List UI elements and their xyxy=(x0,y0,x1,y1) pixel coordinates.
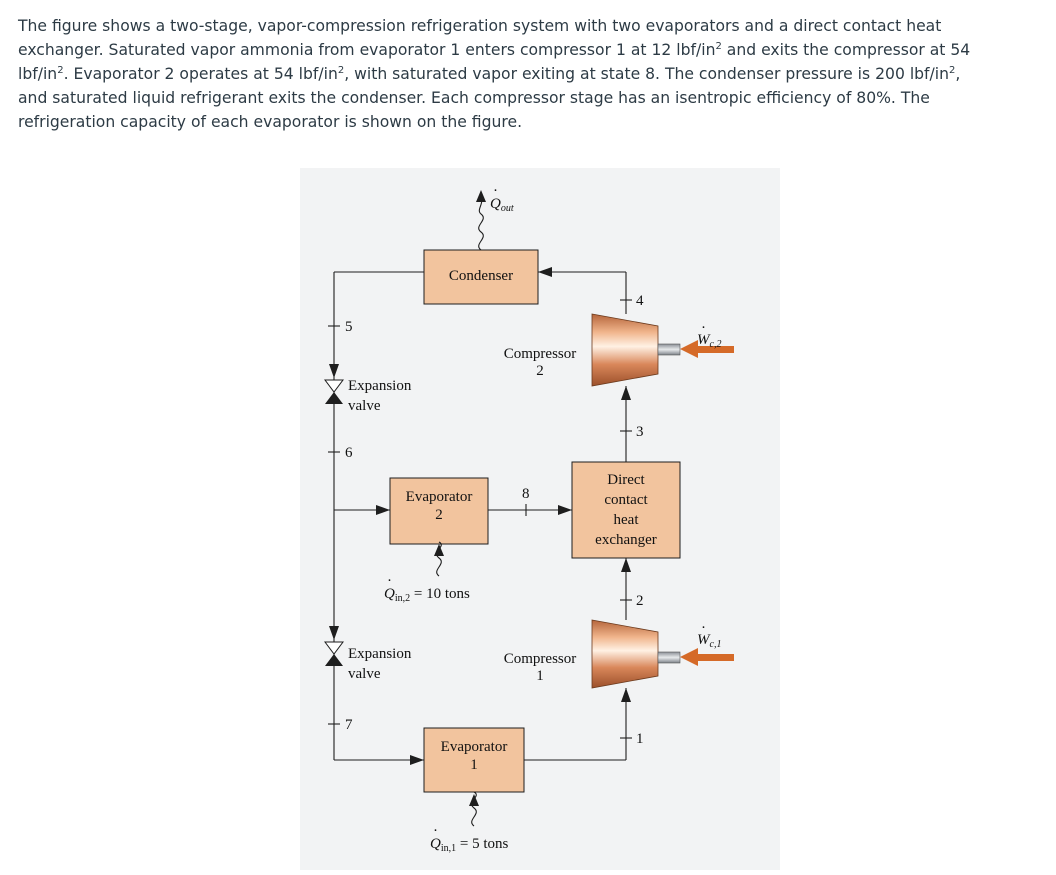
svg-text:1: 1 xyxy=(636,731,644,747)
q-in2-dot: · xyxy=(387,573,392,589)
svg-text:6: 6 xyxy=(345,445,353,461)
svg-text:7: 7 xyxy=(345,717,353,733)
q-in1-dot: · xyxy=(433,823,438,839)
evaporator-1-label-2: 1 xyxy=(470,757,478,773)
svg-text:4: 4 xyxy=(636,293,644,309)
q-in1-arrow xyxy=(469,794,479,806)
problem-line-3: lbf/in2. Evaporator 2 operates at 54 lbf… xyxy=(18,65,961,83)
q-out-dot: · xyxy=(493,183,498,199)
q-out-arrow xyxy=(476,190,486,202)
heat-exchanger-box xyxy=(571,461,681,559)
problem-line-4: and saturated liquid refrigerant exits t… xyxy=(18,89,930,107)
expansion-valve-bottom xyxy=(324,641,344,666)
q-out-label: Qout xyxy=(490,196,514,214)
hx-label-1: Direct xyxy=(607,472,645,488)
arrow-down-to-valve-top xyxy=(329,364,339,378)
problem-statement: The figure shows a two-stage, vapor-comp… xyxy=(18,14,1038,134)
state-4: 4 xyxy=(620,293,644,309)
problem-line-2: exchanger. Saturated vapor ammonia from … xyxy=(18,41,971,59)
problem-line-5: refrigeration capacity of each evaporato… xyxy=(18,113,523,131)
expansion-valve-top-label-1: Expansion xyxy=(348,378,412,394)
arrow-into-condenser xyxy=(538,267,552,277)
svg-text:2: 2 xyxy=(636,593,644,609)
compressor-2-label-2: 2 xyxy=(536,363,544,379)
hx-label-3: heat xyxy=(614,512,640,528)
evaporator-1-label-1: Evaporator xyxy=(441,739,508,755)
q-in1-label: Qin,1 = 5 tons xyxy=(430,836,509,854)
arrow-into-hx xyxy=(558,505,572,515)
compressor-1 xyxy=(591,619,734,689)
work-arrow-c2 xyxy=(680,340,734,358)
refrigeration-diagram: Condenser Qout · Compressor 2 Wc,2 · Com… xyxy=(300,168,780,870)
evaporator-2-label-1: Evaporator xyxy=(406,489,473,505)
state-6: 6 xyxy=(328,445,353,461)
q-in2-arrow xyxy=(434,544,444,556)
svg-text:5: 5 xyxy=(345,319,353,335)
arrow-into-evaporator2 xyxy=(376,505,390,515)
compressor-1-label-1: Compressor xyxy=(504,651,577,667)
hx-label-4: exchanger xyxy=(595,532,657,548)
w-c2-label: Wc,2 xyxy=(697,332,721,350)
q-out-squiggle xyxy=(478,197,484,251)
arrow-up-into-hx xyxy=(621,558,631,572)
evaporator-2-box xyxy=(389,477,489,545)
hx-label-2: contact xyxy=(604,492,648,508)
condenser-box xyxy=(423,249,539,305)
w-c1-dot: · xyxy=(701,620,706,636)
evaporator-2-label-2: 2 xyxy=(435,507,443,523)
expansion-valve-top-label-2: valve xyxy=(348,398,381,414)
state-8: 8 xyxy=(522,486,530,516)
figure-background xyxy=(300,168,780,870)
arrow-up-into-compressor1 xyxy=(621,688,631,702)
state-5: 5 xyxy=(328,319,353,335)
arrow-down-to-valve-bottom xyxy=(329,626,339,640)
problem-line-1: The figure shows a two-stage, vapor-comp… xyxy=(18,17,942,35)
arrow-into-evaporator1 xyxy=(410,755,424,765)
svg-text:3: 3 xyxy=(636,424,644,440)
state-7: 7 xyxy=(328,717,353,733)
evaporator-1-box xyxy=(423,727,525,793)
state-2: 2 xyxy=(620,593,644,609)
q-in2-squiggle xyxy=(436,541,442,577)
w-c2-dot: · xyxy=(701,320,706,336)
condenser-label: Condenser xyxy=(449,268,513,284)
compressor-1-label-2: 1 xyxy=(536,668,544,684)
w-c1-label: Wc,1 xyxy=(697,632,721,650)
state-1: 1 xyxy=(620,731,644,747)
work-arrow-c1 xyxy=(680,648,734,666)
expansion-valve-top xyxy=(324,379,344,404)
q-in1-squiggle xyxy=(471,791,477,827)
svg-text:8: 8 xyxy=(522,486,530,502)
compressor-2-label-1: Compressor xyxy=(504,346,577,362)
expansion-valve-bottom-label-2: valve xyxy=(348,666,381,682)
arrow-up-into-compressor2 xyxy=(621,386,631,400)
compressor-2 xyxy=(591,313,734,387)
expansion-valve-bottom-label-1: Expansion xyxy=(348,646,412,662)
q-in2-label: Qin,2 = 10 tons xyxy=(384,586,470,604)
state-3: 3 xyxy=(620,424,644,440)
